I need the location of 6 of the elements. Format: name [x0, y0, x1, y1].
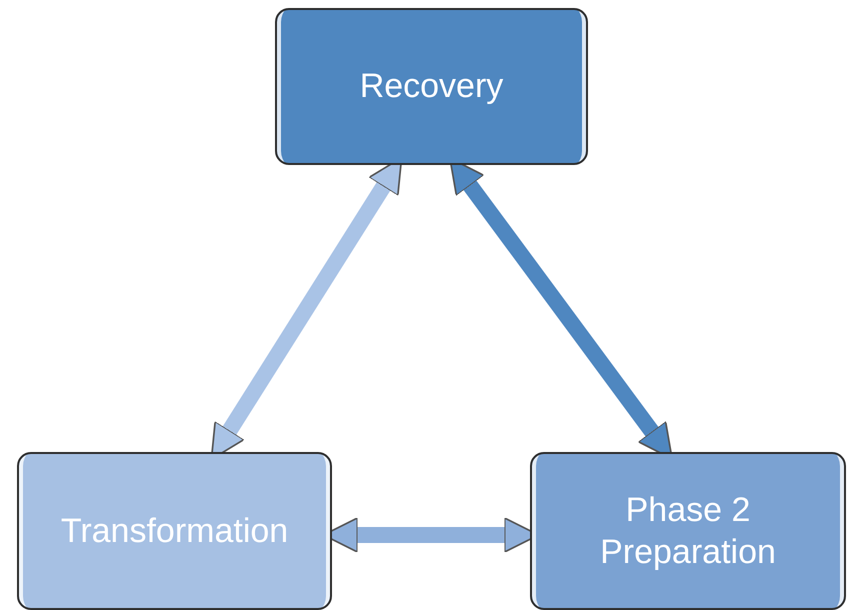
- box-label: Transformation: [60, 510, 290, 552]
- process-box: [530, 452, 846, 610]
- process-box: [275, 8, 588, 165]
- box-label: Recovery: [358, 66, 504, 108]
- process-box: [17, 452, 332, 610]
- box-label: Phase 2 Preparation: [599, 490, 777, 573]
